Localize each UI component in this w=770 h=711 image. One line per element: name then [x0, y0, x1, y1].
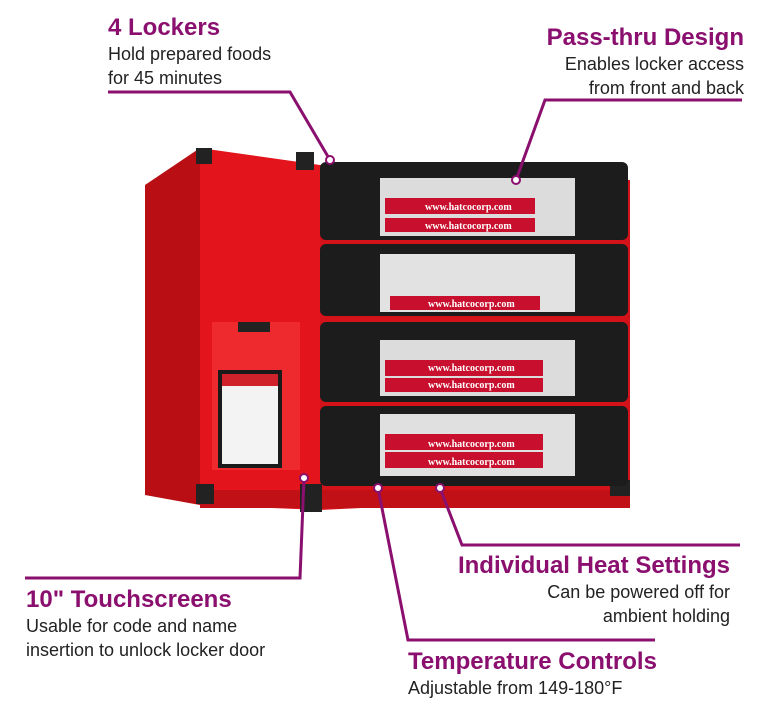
heat-line1: Can be powered off for [547, 582, 730, 602]
temperature-line1: Adjustable from 149-180°F [408, 678, 623, 698]
pass-thru-line2: from front and back [588, 78, 744, 98]
temperature-callout: Temperature Controls Adjustable from 149… [408, 648, 657, 700]
box-label: www.hatcocorp.com [428, 299, 515, 310]
lockers-title: 4 Lockers [108, 14, 221, 41]
temperature-leader [376, 487, 655, 642]
pass-thru-leader [514, 98, 742, 181]
card-reader [238, 322, 270, 332]
locker-door-3: www.hatcocorp.com www.hatcocorp.com [320, 322, 628, 402]
locker-door-4: www.hatcocorp.com www.hatcocorp.com [320, 406, 628, 486]
touchscreen-display [222, 374, 278, 464]
cabinet-side-panel [145, 148, 200, 505]
lockers-leader [108, 90, 332, 161]
temperature-title: Temperature Controls [408, 648, 657, 675]
cabinet-base [200, 490, 630, 508]
touchscreens-line1: Usable for code and name [26, 616, 238, 636]
heat-callout: Individual Heat Settings Can be powered … [458, 552, 730, 628]
touchscreens-line2: insertion to unlock locker door [26, 640, 266, 660]
pass-thru-line1: Enables locker access [564, 54, 744, 74]
touchscreens-callout: 10" Touchscreens Usable for code and nam… [26, 586, 265, 662]
box-label: www.hatcocorp.com [428, 363, 515, 374]
touchscreen-leader [25, 477, 306, 580]
touchscreens-title: 10" Touchscreens [26, 586, 232, 613]
lockers-callout: 4 Lockers Hold prepared foods for 45 min… [108, 14, 271, 90]
heat-leader [438, 487, 740, 547]
box-label: www.hatcocorp.com [428, 457, 515, 468]
lockers-line2: for 45 minutes [108, 68, 223, 88]
box-label: www.hatcocorp.com [428, 380, 515, 391]
pass-thru-callout: Pass-thru Design Enables locker access f… [547, 24, 744, 100]
heat-title: Individual Heat Settings [457, 552, 730, 579]
heat-line2: ambient holding [602, 606, 730, 626]
leader-lines [25, 90, 742, 642]
lockers-line1: Hold prepared foods [108, 44, 272, 64]
box-label: www.hatcocorp.com [428, 439, 515, 450]
touchscreen-kiosk [212, 322, 300, 470]
pass-thru-title: Pass-thru Design [546, 24, 744, 51]
locker-door-2: www.hatcocorp.com [320, 244, 628, 316]
locker-door-1: www.hatcocorp.com www.hatcocorp.com [320, 162, 628, 240]
box-label: www.hatcocorp.com [425, 202, 512, 213]
box-label: www.hatcocorp.com [425, 221, 512, 232]
leader-dots [299, 155, 521, 493]
